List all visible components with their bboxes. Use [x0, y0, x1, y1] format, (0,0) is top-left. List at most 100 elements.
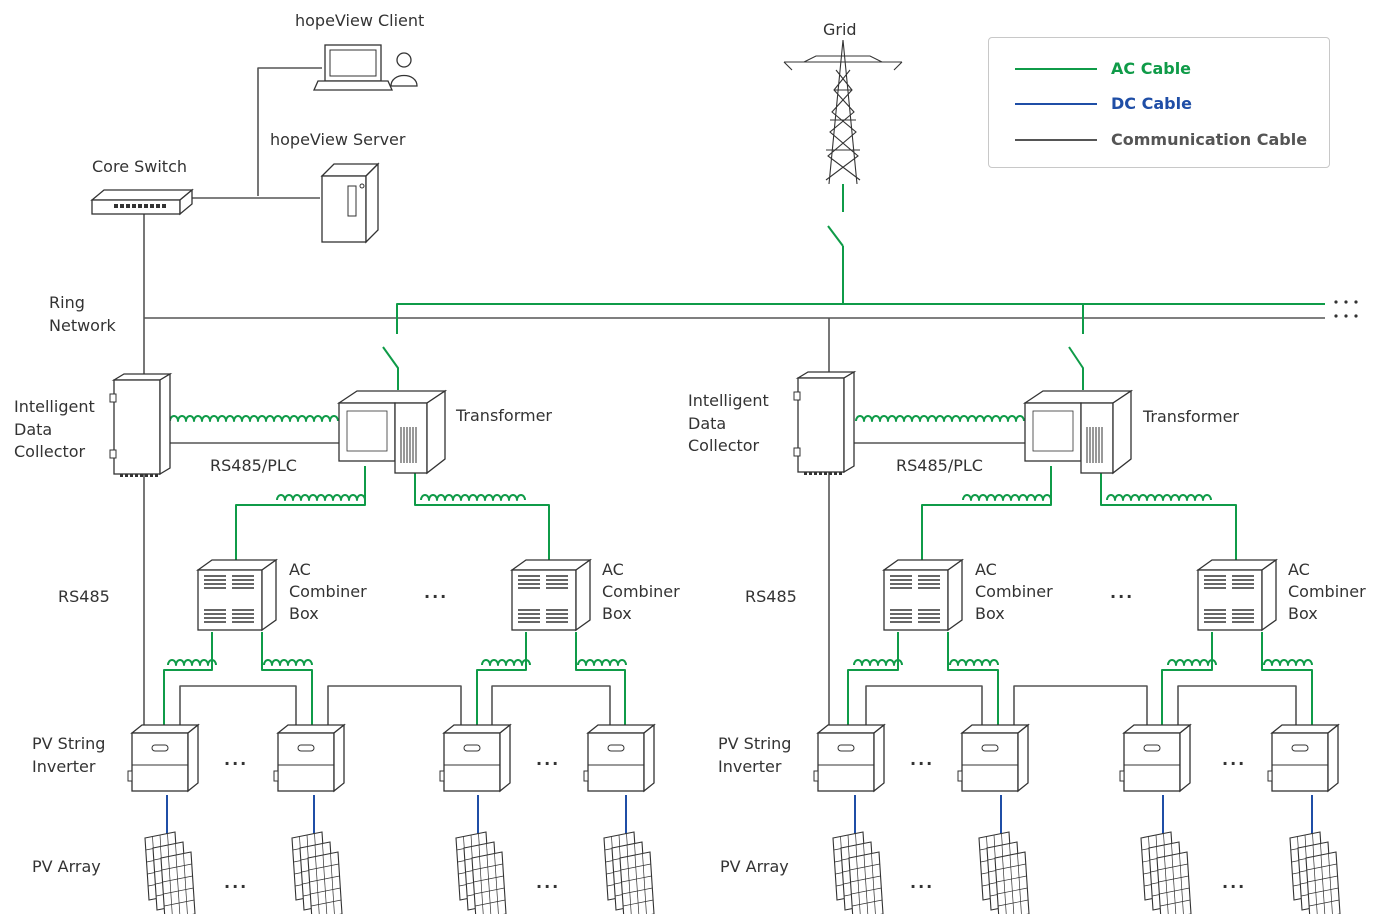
ring-continuation-dot-6 — [1354, 314, 1358, 318]
pv-array-label-left: PV Array — [32, 857, 101, 876]
combiner-label-2c: Box — [602, 604, 632, 623]
pv-string-inverter-1-icon — [127, 723, 200, 793]
ellipsis-pv-1: ... — [224, 873, 249, 892]
pv-string-inverter-3-icon — [439, 723, 512, 793]
ac-c2-coil-a — [481, 659, 531, 666]
legend-ac-swatch — [1015, 68, 1097, 70]
ellipsis-pv-4: ... — [1222, 873, 1247, 892]
transformer-left-icon — [336, 389, 448, 475]
core-switch-icon — [90, 188, 194, 216]
idc-label-right-3: Collector — [688, 436, 760, 455]
comm-chain-1 — [179, 685, 297, 727]
ring-continuation-dot-4 — [1334, 314, 1338, 318]
combiner-label-3c: Box — [975, 604, 1005, 623]
ac-combiner-box-1-icon — [195, 558, 279, 632]
ac-c1-b — [261, 632, 313, 728]
pv-array-3-icon — [455, 831, 507, 914]
ac-left-feed-b — [414, 466, 550, 560]
ac-right-coil-a — [962, 494, 1052, 501]
ac-c3-coil-b — [949, 659, 999, 666]
combiner-label-4a: AC — [1288, 560, 1310, 579]
ac-left-coil-b — [420, 494, 526, 501]
ring-network-label-2: Network — [49, 316, 116, 335]
pv-string-inverter-5-icon — [813, 723, 886, 793]
ellipsis-pv-3: ... — [910, 873, 935, 892]
ac-right-feed-b — [1100, 466, 1237, 560]
ac-c2-coil-b — [577, 659, 627, 666]
idc-label-left-3: Collector — [14, 442, 86, 461]
ellipsis-combiners-left: ... — [424, 583, 449, 602]
combiner-label-1a: AC — [289, 560, 311, 579]
combiner-label-1b: Combiner — [289, 582, 367, 601]
ac-combiner-box-3-icon — [881, 558, 965, 632]
legend-dc-swatch — [1015, 103, 1097, 105]
ring-continuation-dot-5 — [1344, 314, 1348, 318]
user-icon — [396, 52, 412, 68]
ellipsis-pv-2: ... — [536, 873, 561, 892]
data-collector-left-icon — [109, 372, 173, 477]
server-tower-icon — [320, 162, 380, 244]
comm-chain-5 — [1013, 685, 1148, 727]
legend-dc-label: DC Cable — [1111, 94, 1192, 113]
pv-array-2-icon — [291, 831, 343, 914]
ac-combiner-box-2-icon — [509, 558, 593, 632]
ac-breaker-right — [1068, 346, 1084, 390]
ac-plc-coil-right — [855, 415, 1025, 422]
ac-right-feed-a — [921, 466, 1052, 560]
idc-label-left-1: Intelligent — [14, 397, 95, 416]
rs485-plc-label-right: RS485/PLC — [896, 456, 983, 475]
ring-continuation-dot-2 — [1344, 300, 1348, 304]
legend-ac-label: AC Cable — [1111, 59, 1192, 78]
combiner-label-1c: Box — [289, 604, 319, 623]
ac-c3-a — [847, 632, 899, 728]
ellipsis-inverters-2: ... — [536, 750, 561, 769]
comm-chain-4 — [865, 685, 983, 727]
pv-string-inverter-8-icon — [1267, 723, 1340, 793]
pv-array-label-right: PV Array — [720, 857, 789, 876]
comm-chain-2 — [327, 685, 462, 727]
combiner-label-3b: Combiner — [975, 582, 1053, 601]
ac-c1-coil-b — [263, 659, 313, 666]
inverter-label-right-2: Inverter — [718, 757, 782, 776]
legend: AC Cable DC Cable Communication Cable — [988, 37, 1330, 168]
ac-bus-line — [396, 303, 1325, 334]
rs485-plc-label-left: RS485/PLC — [210, 456, 297, 475]
ellipsis-inverters-4: ... — [1222, 750, 1247, 769]
ac-c3-b — [947, 632, 999, 728]
pv-array-4-icon — [603, 831, 655, 914]
client-label: hopeView Client — [295, 11, 425, 30]
grid-label: Grid — [823, 20, 857, 39]
rs485-label-right: RS485 — [745, 587, 797, 606]
client-laptop-icon — [312, 44, 418, 91]
pv-string-inverter-2-icon — [273, 723, 346, 793]
ac-breaker-left — [382, 346, 399, 390]
pv-string-inverter-6-icon — [957, 723, 1030, 793]
inverter-label-right-1: PV String — [718, 734, 792, 753]
idc-label-right-1: Intelligent — [688, 391, 769, 410]
ring-continuation-dot-3 — [1354, 300, 1358, 304]
ac-c3-coil-a — [853, 659, 903, 666]
ac-c1-coil-a — [167, 659, 217, 666]
transformer-right-icon — [1022, 389, 1134, 475]
ac-left-feed-a — [235, 466, 366, 560]
combiner-label-4b: Combiner — [1288, 582, 1366, 601]
ring-continuation-dot-1 — [1334, 300, 1338, 304]
pv-array-1-icon — [144, 831, 196, 914]
legend-comm-swatch — [1015, 139, 1097, 141]
rs485-label-left: RS485 — [58, 587, 110, 606]
ac-c2-a — [476, 632, 527, 728]
idc-label-left-2: Data — [14, 420, 53, 439]
ac-left-coil-a — [276, 494, 366, 501]
ac-c4-b — [1261, 632, 1313, 728]
combiner-label-2b: Combiner — [602, 582, 680, 601]
ac-c4-coil-a — [1167, 659, 1217, 666]
data-collector-right-icon — [793, 370, 857, 475]
ellipsis-inverters-1: ... — [224, 750, 249, 769]
pv-array-5-icon — [832, 831, 884, 914]
core-switch-label: Core Switch — [92, 157, 188, 176]
legend-ac: AC Cable — [1015, 59, 1315, 79]
comm-line-client — [257, 67, 322, 196]
legend-dc: DC Cable — [1015, 94, 1315, 114]
ac-c4-a — [1161, 632, 1213, 728]
